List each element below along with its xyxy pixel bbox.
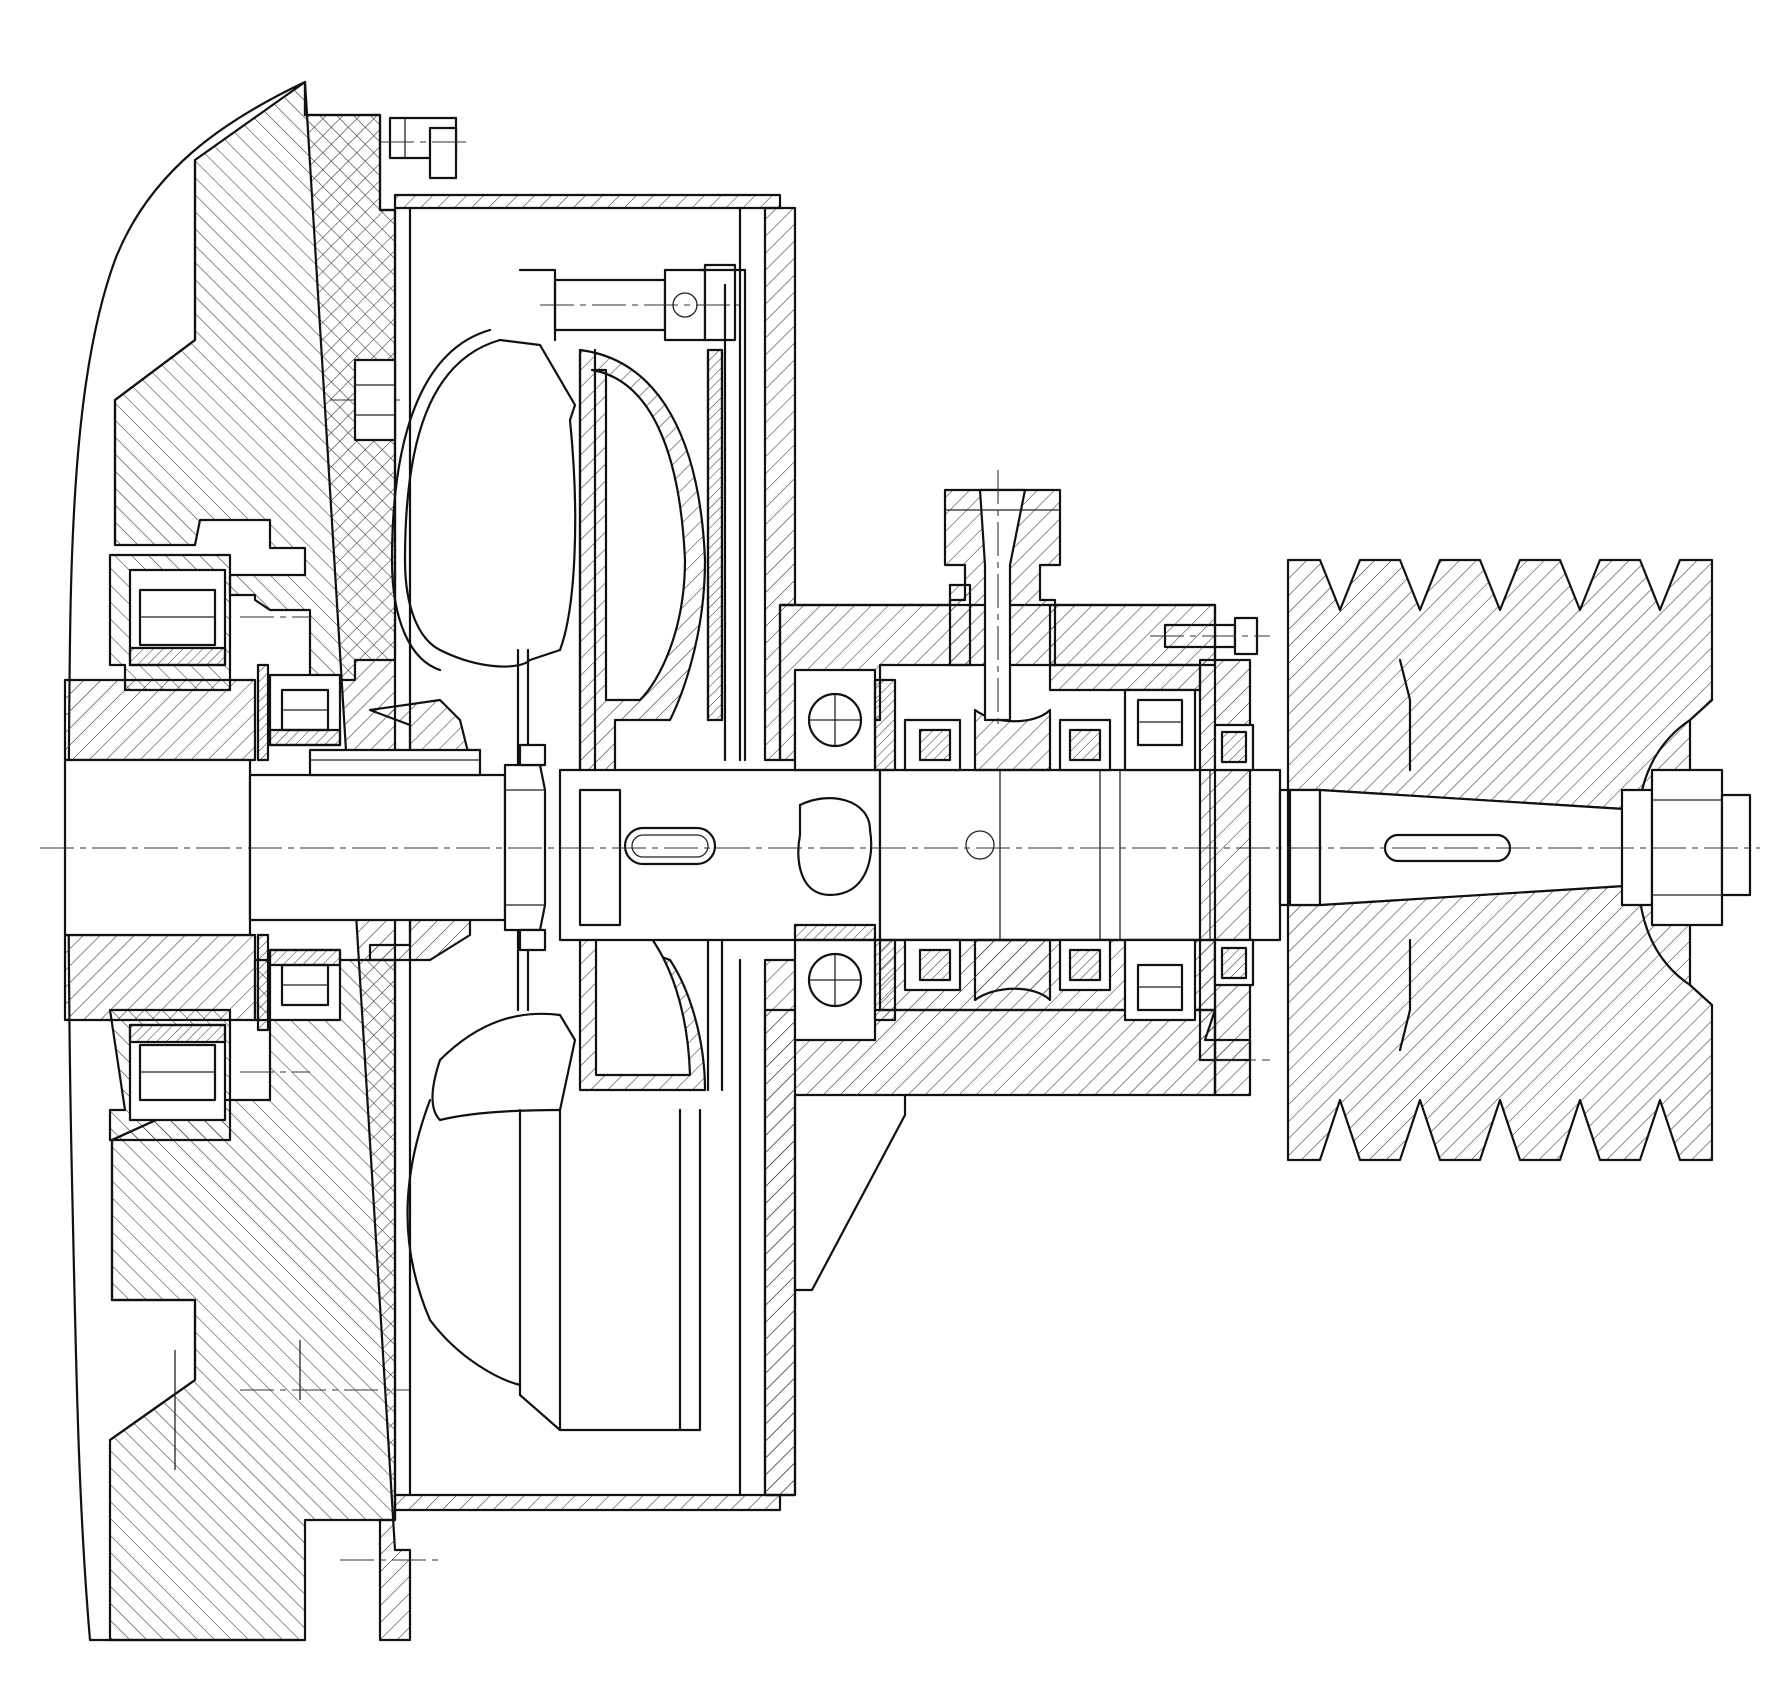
oil-seal-lower-right xyxy=(1058,938,1112,992)
roller-bearings-output xyxy=(1123,688,1197,1022)
fluid-coupling-runner xyxy=(406,268,747,1432)
ball-bearing-upper xyxy=(793,668,877,772)
fluid-coupling-impeller xyxy=(368,328,577,1122)
output-shaft-keyway xyxy=(623,826,717,866)
coupling-cover-top xyxy=(393,193,782,210)
ball-bearing-lower xyxy=(793,938,877,1042)
oil-seal-upper-left xyxy=(903,718,962,772)
oil-seal-upper-right xyxy=(1058,718,1112,772)
input-shaft xyxy=(63,743,547,952)
housing-hub-ring-upper xyxy=(63,678,257,762)
v-belt-pulley xyxy=(1286,558,1714,1162)
ball-bearings xyxy=(793,668,897,1042)
housing-hub-ring-lower xyxy=(63,933,257,1022)
oil-seals xyxy=(903,718,1255,992)
oil-seal-end-upper xyxy=(1213,723,1255,772)
oil-seal-end-lower xyxy=(1213,938,1255,987)
center-lines xyxy=(40,616,1760,1073)
output-shaft-oil-hole xyxy=(965,830,995,860)
coupling-support-leg xyxy=(793,1093,907,1292)
bolts xyxy=(353,116,1270,656)
bolt-top xyxy=(380,116,470,180)
bolt-flange xyxy=(353,358,397,442)
roller-bearings-input xyxy=(128,568,342,1122)
bolt-impeller-rim xyxy=(540,263,740,342)
coupling-shell xyxy=(393,193,1217,1512)
oil-seal-lower-left xyxy=(903,938,962,992)
coupling-cover-bottom xyxy=(393,1493,782,1512)
bearing-housing-end-cover xyxy=(1198,658,1252,1062)
input-shaft-key xyxy=(308,748,482,777)
oil-filler-plug xyxy=(943,470,1062,730)
